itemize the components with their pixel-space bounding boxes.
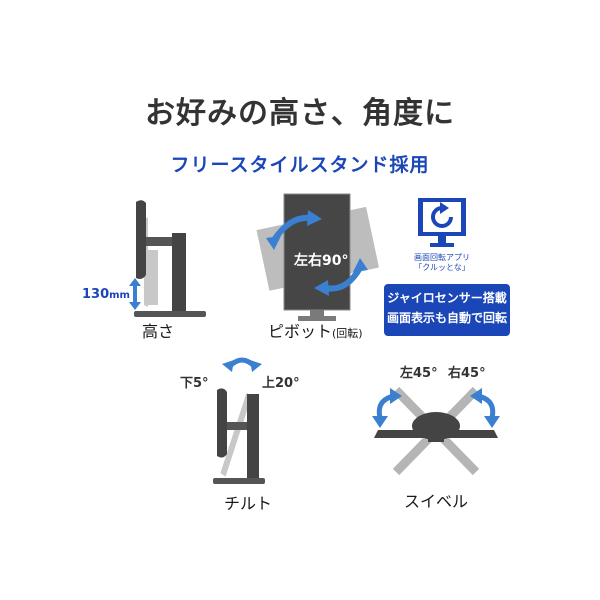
pivot-stand-neck <box>310 310 324 318</box>
stand-base-top <box>412 412 460 440</box>
pivot-stand-base <box>298 316 336 321</box>
portrait-monitor <box>283 193 351 311</box>
height-value: 130mm <box>82 287 130 302</box>
height-value-number: 130 <box>82 287 110 302</box>
rotation-app-icon <box>418 198 466 247</box>
pivot-rotation-text: 左右90° <box>294 253 349 269</box>
ghost-arm <box>148 250 158 305</box>
gyro-feature-line2: 画面表示も自動で回転 <box>386 311 507 325</box>
gyro-feature-box: ジャイロセンサー搭載 画面表示も自動で回転 <box>384 284 510 336</box>
ghost-monitor <box>220 393 253 477</box>
tilt-arrow-icon <box>222 357 262 372</box>
monitor-profile <box>136 200 146 279</box>
gyro-feature-line1: ジャイロセンサー搭載 <box>387 291 507 305</box>
height-stand-illustration <box>134 200 206 317</box>
monitor-arm <box>146 237 180 246</box>
swivel-left-angle: 左45° <box>400 366 438 381</box>
tilt-up-angle: 上20° <box>262 376 300 391</box>
stand-column <box>172 233 186 315</box>
monitor-profile <box>217 388 227 458</box>
tilt-label: チルト <box>224 494 273 513</box>
stand-base <box>134 311 206 317</box>
rotate-arrow-right-icon <box>325 266 363 292</box>
refresh-arrow-icon <box>431 206 453 228</box>
stand-column <box>247 394 259 480</box>
pivot-illustration <box>256 193 379 321</box>
monitor-arm <box>227 422 247 430</box>
app-caption-line2: 「クルッとな」 <box>414 263 470 272</box>
pivot-label: ピボット(回転) <box>268 318 363 342</box>
page-title: お好みの高さ、角度に <box>145 96 455 131</box>
tilt-down-angle: 下5° <box>180 376 209 391</box>
swivel-label: スイベル <box>404 492 469 511</box>
height-arrow-icon <box>129 278 141 310</box>
page-subtitle: フリースタイルスタンド採用 <box>170 154 430 176</box>
tilt-stand-illustration <box>213 388 265 484</box>
swivel-illustration <box>372 386 500 476</box>
pivot-label-sub: (回転) <box>332 327 363 340</box>
pivot-label-main: ピボット <box>268 322 333 341</box>
swivel-right-angle: 右45° <box>448 366 486 381</box>
app-caption-line1: 画面回転アプリ <box>414 253 470 262</box>
rotate-arrow-left-icon <box>271 214 311 242</box>
height-label: 高さ <box>142 322 175 341</box>
height-value-unit: mm <box>109 290 130 301</box>
stand-base <box>213 478 265 484</box>
